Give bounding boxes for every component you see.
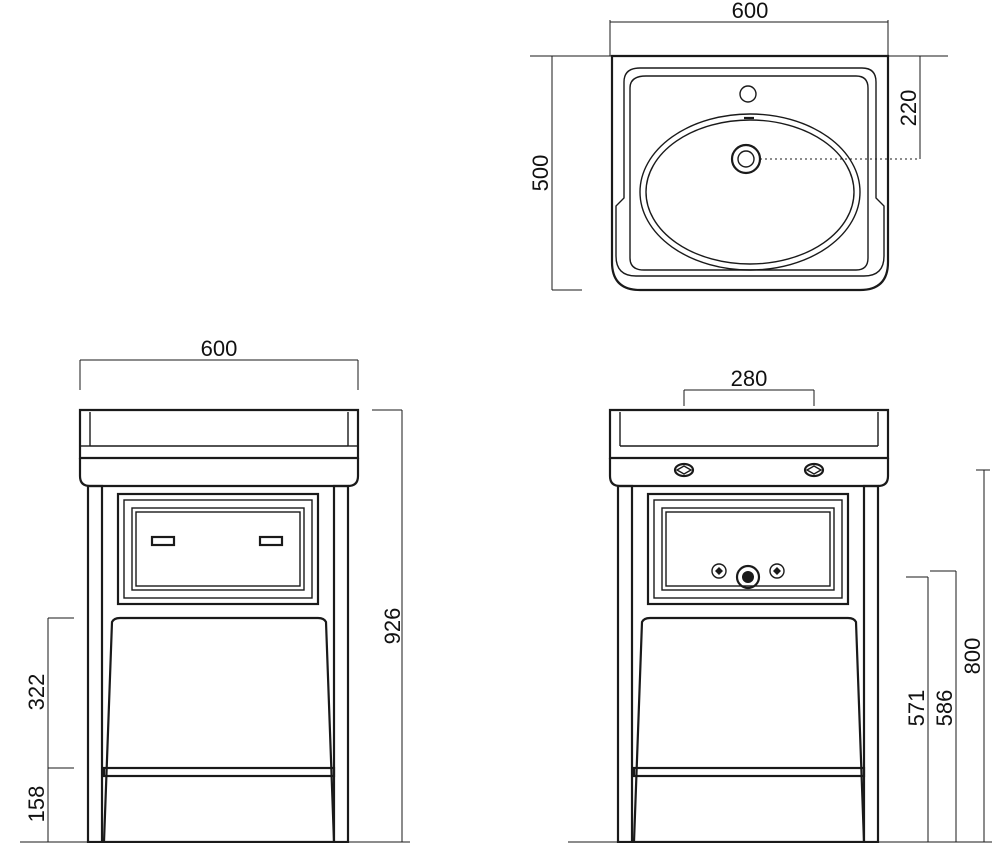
front-left-leg xyxy=(86,484,104,843)
drain-inner xyxy=(737,150,755,168)
drain-outer xyxy=(730,143,762,175)
side-view-vanity: 280 571 586 800 xyxy=(568,366,992,843)
front-shelf xyxy=(102,766,336,778)
side-trap-height-label: 586 xyxy=(932,690,957,727)
side-cover-panel xyxy=(632,616,866,843)
side-basin-base xyxy=(608,458,890,488)
side-basin-top xyxy=(608,408,890,460)
top-tap-offset-label: 220 xyxy=(896,90,921,127)
front-right-leg xyxy=(332,484,350,843)
side-panel-frame xyxy=(646,492,850,606)
top-view-basin: 600 500 220 xyxy=(528,0,948,292)
side-left-leg xyxy=(616,484,634,843)
front-shelf-height-label: 322 xyxy=(24,674,49,711)
basin-deck-line xyxy=(629,75,869,271)
front-view-vanity: 600 926 322 158 xyxy=(20,336,410,843)
basin-inner-rim xyxy=(615,67,885,277)
side-right-leg xyxy=(862,484,880,843)
side-height-label: 800 xyxy=(960,638,985,675)
drawer-handle-right xyxy=(258,535,284,547)
fixing-bolt-left xyxy=(673,462,695,478)
front-cover-panel xyxy=(102,616,336,843)
front-basin-top xyxy=(78,408,360,460)
top-width-label: 600 xyxy=(732,0,769,23)
bowl-outer xyxy=(639,113,861,271)
waste-hole xyxy=(735,564,761,590)
front-width-label: 600 xyxy=(201,336,238,361)
supply-hole-right xyxy=(769,563,785,579)
basin-outer-outline xyxy=(610,54,890,292)
drawer-handle-left xyxy=(150,535,176,547)
front-basin-base xyxy=(78,458,360,488)
tap-hole xyxy=(739,85,757,103)
front-height-label: 926 xyxy=(380,608,405,645)
side-shelf xyxy=(632,766,866,778)
side-hole-spacing-label: 280 xyxy=(731,366,768,391)
supply-hole-left xyxy=(711,563,727,579)
fixing-bolt-right xyxy=(803,462,825,478)
top-depth-label: 500 xyxy=(528,155,553,192)
front-drawer-frame xyxy=(116,492,320,606)
side-drain-height-label: 571 xyxy=(904,690,929,727)
front-leg-height-label: 158 xyxy=(24,786,49,823)
bowl-inner xyxy=(645,119,855,265)
